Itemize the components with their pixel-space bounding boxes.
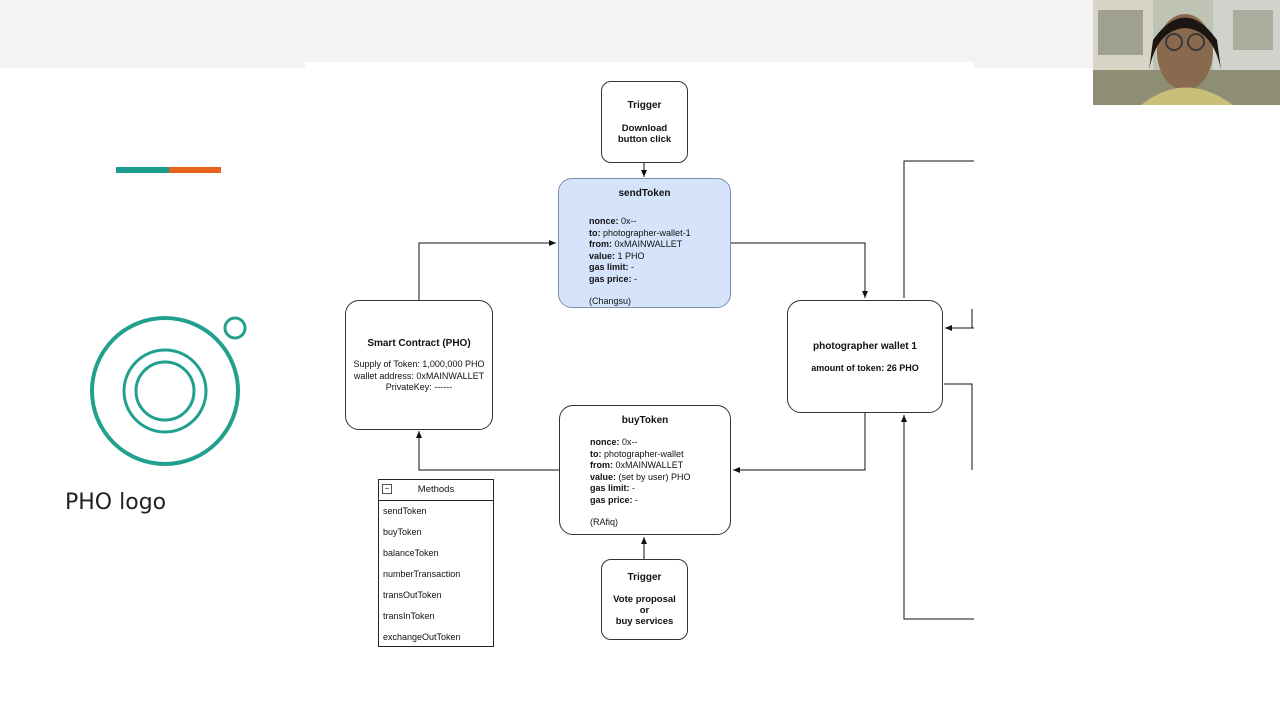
trigger-bottom-line: Vote proposal [613, 594, 676, 605]
method-item: balanceToken [383, 548, 439, 558]
slide-top-band [0, 0, 1280, 68]
buy-token-field: to: photographer-wallet [590, 448, 684, 459]
accent-bar-orange [169, 167, 221, 173]
method-item: buyToken [383, 527, 422, 537]
send-token-field: value: 1 PHO [589, 250, 645, 261]
trigger-top-subtitle: Download button click [617, 123, 672, 145]
smart-contract-node: Smart Contract (PHO) Supply of Token: 1,… [345, 300, 493, 430]
logo-caption: PHO logo [65, 490, 167, 515]
wallet-amount: amount of token: 26 PHO [811, 363, 919, 373]
trigger-bottom-line: buy services [615, 616, 674, 627]
webcam-video [1093, 0, 1280, 105]
method-item: sendToken [383, 506, 427, 516]
buy-token-field: value: (set by user) PHO [590, 471, 691, 482]
smart-contract-title: Smart Contract (PHO) [367, 338, 471, 349]
buy-token-field: gas price: - [590, 494, 639, 505]
send-token-field: gas limit: - [589, 262, 635, 272]
trigger-vote-node: Trigger Vote proposal or buy services [601, 559, 688, 640]
methods-header: − Methods [379, 480, 493, 501]
send-token-node: sendToken nonce: 0x-- to: photographer-w… [558, 178, 731, 308]
trigger-top-title: Trigger [627, 100, 662, 111]
buy-token-node: buyToken nonce: 0x-- to: photographer-wa… [559, 405, 731, 535]
methods-title: Methods [417, 484, 455, 495]
method-item: numberTransaction [383, 569, 461, 579]
buy-token-field: gas limit: - [590, 483, 636, 493]
accent-bar-teal [116, 167, 169, 173]
pho-logo-icon [90, 316, 247, 466]
smart-contract-line: Supply of Token: 1,000,000 PHO [353, 359, 485, 369]
send-token-field: from: 0xMAINWALLET [589, 239, 683, 249]
buy-token-title: buyToken [621, 415, 669, 426]
send-token-field: to: photographer-wallet-1 [589, 227, 691, 238]
wallet-title: photographer wallet 1 [813, 341, 917, 352]
collapse-toggle-icon[interactable]: − [382, 484, 392, 494]
smart-contract-line: PrivateKey: ------ [385, 382, 453, 392]
send-token-field: nonce: 0x-- [589, 216, 637, 226]
smart-contract-line: wallet address: 0xMAINWALLET [353, 370, 485, 381]
trigger-download-node: Trigger Download button click [601, 81, 688, 163]
method-item: exchangeOutToken [383, 632, 461, 642]
presenter-video-frame [1093, 0, 1280, 105]
buy-token-field: nonce: 0x-- [590, 437, 638, 447]
trigger-bottom-line: or [639, 605, 650, 616]
methods-list: − Methods sendToken buyToken balanceToke… [378, 479, 494, 647]
send-token-field: gas price: - [589, 273, 638, 284]
send-token-fields: nonce: 0x-- to: photographer-wallet-1 fr… [589, 216, 730, 308]
send-token-title: sendToken [618, 188, 671, 199]
buy-token-field: from: 0xMAINWALLET [590, 460, 684, 470]
send-token-owner: (Changsu) [589, 296, 632, 306]
method-item: transOutToken [383, 590, 442, 600]
method-item: transInToken [383, 611, 435, 621]
trigger-bottom-title: Trigger [627, 572, 662, 583]
buy-token-fields: nonce: 0x-- to: photographer-wallet from… [590, 437, 730, 529]
buy-token-owner: (RAfiq) [590, 517, 619, 527]
photographer-wallet-node: photographer wallet 1 amount of token: 2… [787, 300, 943, 413]
